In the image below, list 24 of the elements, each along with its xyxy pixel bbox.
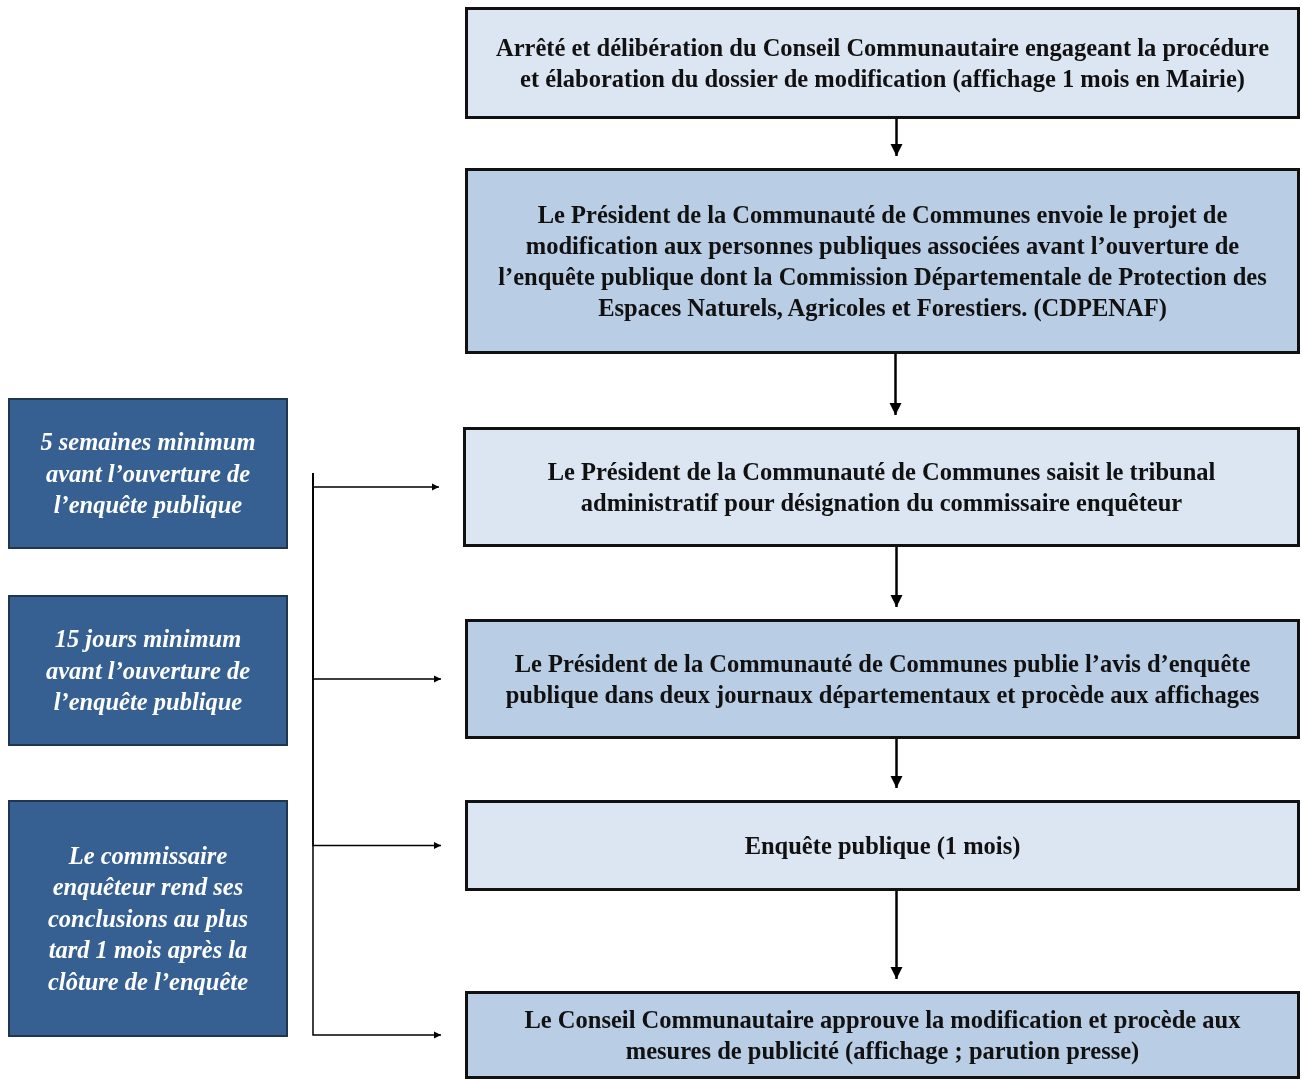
process-box <box>463 427 1300 547</box>
process-box <box>465 7 1300 119</box>
step-text: 15 jours minimum avant l’ouverture de l’enquête publique <box>44 624 252 718</box>
process-box <box>465 168 1300 354</box>
arrow <box>890 547 903 607</box>
process-box <box>465 991 1300 1079</box>
arrow <box>890 739 903 788</box>
timing-box <box>8 398 288 549</box>
step-text: 5 semaines minimum avant l’ouverture de l’enquête publique <box>39 427 257 521</box>
step-text: Le Président de la Communauté de Communes publie l’avis d’enquête publique dans deux journaux départementaux et procède aux affichages <box>504 649 1261 710</box>
arrow <box>889 354 902 415</box>
timing-box <box>8 595 288 746</box>
step-text: Le Conseil Communautaire approuve la modification et procède aux mesures de publicité (affichage ; parution presse) <box>523 1005 1242 1066</box>
arrow <box>890 119 903 156</box>
step-text: Le Président de la Communauté de Communes envoie le projet de modification aux personnes publiques associées avant l’ouverture de l’enquête publique dont la Commission Départementale de Protection des Espaces Naturels, Agricoles et Forestiers. (CDPENAF) <box>497 200 1268 323</box>
step-text: Le commissaire enquêteur rend ses conclusions au plus tard 1 mois après la clôture de l’enquête <box>46 840 250 997</box>
step-text: Le Président de la Communauté de Communes saisit le tribunal administratif pour désignation du commissaire enquêteur <box>546 457 1217 518</box>
process-box <box>465 800 1300 891</box>
timing-box <box>8 800 288 1037</box>
step-text: Enquête publique (1 mois) <box>744 831 1021 861</box>
arrow <box>890 891 903 979</box>
step-text: Arrêté et délibération du Conseil Communautaire engageant la procédure et élaboration du dossier de modification (affichage 1 mois en Mairie) <box>494 33 1270 94</box>
arrow <box>312 472 442 1039</box>
process-box <box>465 619 1300 739</box>
